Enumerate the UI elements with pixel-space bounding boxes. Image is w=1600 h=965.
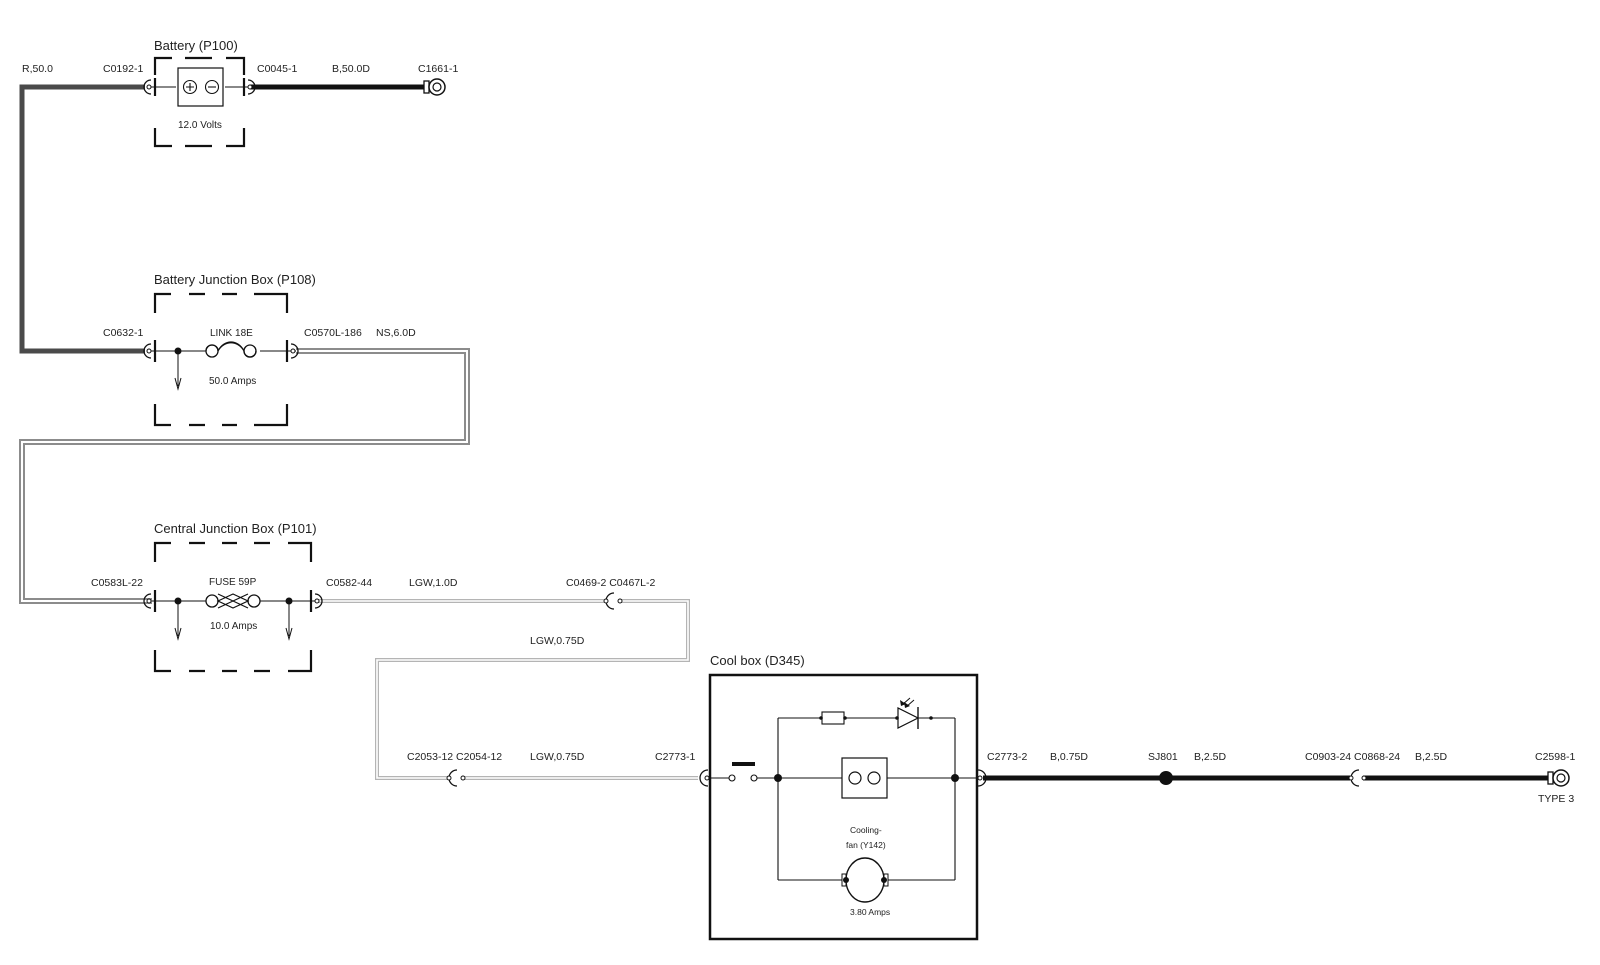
wire-ns-6d[interactable]	[19, 348, 470, 604]
label-c0469-c0467: C0469-2 C0467L-2	[566, 577, 655, 589]
label-c0583l-22: C0583L-22	[91, 577, 143, 589]
label-c0045-1: C0045-1	[257, 63, 297, 75]
label-c0192-1: C0192-1	[103, 63, 143, 75]
inline-connector-c2053-c2054-icon[interactable]	[446, 769, 466, 787]
splice-sj801-icon[interactable]	[1159, 771, 1173, 785]
label-sj801: SJ801	[1148, 751, 1178, 763]
cool-box-title: Cool box (D345)	[710, 653, 805, 668]
connector-c0582-44-icon	[314, 593, 323, 609]
wire-label-lgw-075d-lower: LGW,0.75D	[530, 751, 585, 763]
fan-name-line1: Cooling-	[850, 825, 882, 835]
label-c0582-44: C0582-44	[326, 577, 372, 589]
led-icon	[897, 697, 920, 729]
switch-icon	[728, 762, 758, 782]
fan-motor-icon	[841, 857, 889, 903]
link-label: LINK 18E	[210, 328, 253, 339]
label-c0570l-186: C0570L-186	[304, 327, 362, 339]
wire-label-lgw-1d: LGW,1.0D	[409, 577, 458, 589]
connector-c2773-1-icon	[699, 769, 710, 787]
label-c0903-c0868: C0903-24 C0868-24	[1305, 751, 1400, 763]
wire-label-b-075d: B,0.75D	[1050, 751, 1088, 763]
battery-title: Battery (P100)	[154, 38, 238, 53]
battery-rating: 12.0 Volts	[178, 120, 222, 131]
fuse-label: FUSE 59P	[209, 577, 257, 588]
connector-c0632-1-icon	[143, 343, 152, 359]
ground-c2598-1-icon[interactable]	[1547, 769, 1570, 787]
ground-c1661-1-icon	[423, 78, 446, 96]
inline-connector-c0469-c0467-icon[interactable]	[603, 592, 623, 610]
fuse-icon	[205, 593, 261, 609]
wire-label-ns-6d: NS,6.0D	[376, 327, 416, 339]
battery-junction-box-title: Battery Junction Box (P108)	[154, 272, 316, 287]
wire-r-50[interactable]	[19, 84, 145, 354]
wire-label-lgw-075d-upper: LGW,0.75D	[530, 635, 585, 647]
connector-c0045-1-icon	[247, 79, 256, 95]
label-c0632-1: C0632-1	[103, 327, 143, 339]
label-c2598-1: C2598-1	[1535, 751, 1575, 763]
central-junction-box[interactable]	[143, 541, 323, 673]
cool-box[interactable]	[699, 673, 987, 941]
inline-connector-c0903-c0868-icon[interactable]	[1348, 769, 1367, 787]
wire-label-r-50: R,50.0	[22, 63, 53, 75]
battery-component[interactable]	[143, 56, 256, 148]
resistor-icon	[821, 711, 845, 725]
fuse-rating: 10.0 Amps	[210, 621, 257, 632]
wire-label-b-50d: B,50.0D	[332, 63, 370, 75]
wire-label-b-25d-b: B,2.5D	[1415, 751, 1448, 763]
wire-label-b-25d-a: B,2.5D	[1194, 751, 1227, 763]
fan-rating: 3.80 Amps	[850, 907, 890, 917]
label-c2773-2: C2773-2	[987, 751, 1027, 763]
connector-c2773-2-icon	[977, 769, 987, 787]
label-c2773-1: C2773-1	[655, 751, 695, 763]
connector-c0570l-186-icon	[290, 343, 299, 359]
central-junction-box-title: Central Junction Box (P101)	[154, 521, 317, 536]
connector-c0192-1-icon	[143, 79, 152, 95]
label-c2053-c2054: C2053-12 C2054-12	[407, 751, 502, 763]
label-c2598-type: TYPE 3	[1538, 793, 1574, 805]
fan-name-line2: fan (Y142)	[846, 840, 886, 850]
battery-junction-box[interactable]	[143, 292, 299, 427]
connector-c0583l-22-icon	[143, 593, 152, 609]
link-rating: 50.0 Amps	[209, 376, 256, 387]
label-c1661-1: C1661-1	[418, 63, 458, 75]
